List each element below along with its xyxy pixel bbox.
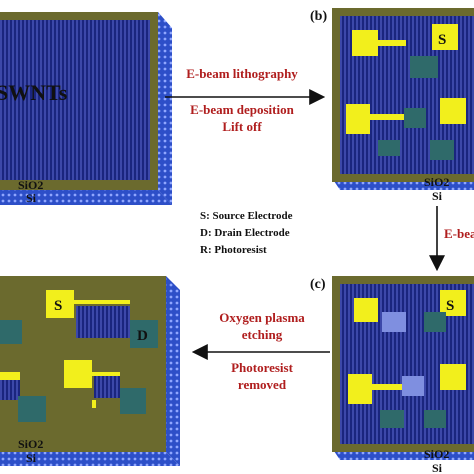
panel-b-lead-3 bbox=[370, 114, 404, 120]
panel-c-sio2-label: SiO2 bbox=[424, 447, 449, 461]
panel-b-photoresist-3 bbox=[378, 140, 400, 156]
panel-c-photoresist-5 bbox=[424, 410, 446, 428]
step-3: Oxygen plasma etching Photoresist remove… bbox=[191, 310, 330, 392]
legend-drain: D: Drain Electrode bbox=[200, 227, 290, 239]
panel-d-channel-1 bbox=[76, 306, 130, 338]
panel-a-si-label: Si bbox=[26, 191, 37, 205]
panel-c-electrode-3 bbox=[348, 374, 372, 404]
legend-photoresist: R: Photoresist bbox=[200, 244, 267, 256]
legend: S: Source Electrode D: Drain Electrode R… bbox=[200, 210, 293, 256]
panel-d-lead-left bbox=[0, 372, 20, 380]
step-3-line3: Photoresist bbox=[231, 360, 294, 375]
panel-b-electrode-4 bbox=[440, 98, 466, 124]
step-3-line1: Oxygen plasma bbox=[219, 310, 305, 325]
panel-d-lead-2 bbox=[92, 372, 120, 376]
panel-b-source-label: S bbox=[438, 32, 446, 48]
panel-d-channel-3 bbox=[94, 376, 120, 398]
panel-d-drain-2 bbox=[18, 396, 46, 422]
panel-d-electrode-left bbox=[0, 320, 22, 344]
panel-c-electrode-1 bbox=[354, 298, 378, 322]
panel-c-photoresist-4 bbox=[380, 410, 404, 428]
panel-d-drain-electrode bbox=[130, 320, 158, 348]
panel-c-photoresist-2 bbox=[424, 312, 446, 332]
panel-d-source-lead bbox=[74, 300, 130, 304]
panel-b-sio2-label: SiO2 bbox=[424, 175, 449, 189]
step-1-line2: E-beam deposition bbox=[190, 102, 294, 117]
panel-b: S (b) SiO2 Si bbox=[310, 8, 474, 203]
panel-c-photoresist-3 bbox=[402, 376, 424, 396]
panel-d-sio2-label: SiO2 bbox=[18, 437, 43, 451]
panel-c-label: (c) bbox=[310, 277, 326, 292]
panel-b-photoresist-2 bbox=[404, 108, 426, 128]
step-1-line3: Lift off bbox=[222, 119, 262, 134]
panel-d-si-label: Si bbox=[26, 451, 37, 465]
panel-c-lead-3 bbox=[372, 384, 402, 390]
step-2-line1: E-bea bbox=[444, 226, 474, 241]
panel-b-electrode-2 bbox=[432, 24, 458, 50]
step-1: E-beam lithography E-beam deposition Lif… bbox=[165, 66, 326, 134]
panel-b-si-label: Si bbox=[432, 189, 443, 203]
panel-c-source-electrode bbox=[440, 290, 466, 316]
panel-d-source-electrode bbox=[46, 290, 74, 318]
panel-d-channel-2 bbox=[0, 380, 20, 400]
panel-d-drain-3 bbox=[120, 388, 146, 414]
panel-a: SWNTs SiO2 Si bbox=[0, 12, 172, 205]
panel-b-source-lead bbox=[378, 40, 406, 46]
step-1-line1: E-beam lithography bbox=[186, 66, 298, 81]
panel-c-si-label: Si bbox=[432, 461, 443, 474]
panel-a-bottom-face bbox=[0, 190, 172, 205]
step-3-line4: removed bbox=[238, 377, 287, 392]
panel-b-photoresist-1 bbox=[410, 56, 438, 78]
step-3-line2: etching bbox=[242, 327, 283, 342]
panel-a-right-face bbox=[158, 12, 172, 205]
panel-c-electrode-4 bbox=[440, 364, 466, 390]
panel-d-source-2 bbox=[64, 360, 92, 388]
panel-a-material-label: SWNTs bbox=[0, 80, 68, 105]
panel-d: S D SiO2 Si bbox=[0, 276, 180, 466]
panel-a-sio2-label: SiO2 bbox=[18, 178, 43, 192]
panel-b-label: (b) bbox=[310, 9, 327, 24]
panel-d-lead-3 bbox=[92, 400, 96, 408]
panel-c-photoresist-1 bbox=[382, 312, 406, 332]
panel-b-electrode-3 bbox=[346, 104, 370, 134]
panel-c: S (c) SiO2 Si bbox=[310, 276, 474, 474]
panel-d-right-face bbox=[166, 276, 180, 466]
panel-c-source-label: S bbox=[446, 298, 454, 314]
legend-source: S: Source Electrode bbox=[200, 210, 293, 222]
step-2: E-bea bbox=[429, 206, 474, 272]
panel-d-drain-label: D bbox=[137, 328, 148, 344]
panel-b-source-electrode bbox=[352, 30, 378, 56]
panel-d-bottom-face bbox=[0, 452, 180, 466]
panel-d-source-label: S bbox=[54, 298, 62, 314]
panel-b-photoresist-4 bbox=[430, 140, 454, 160]
panel-a-nanotube-array bbox=[0, 20, 150, 180]
